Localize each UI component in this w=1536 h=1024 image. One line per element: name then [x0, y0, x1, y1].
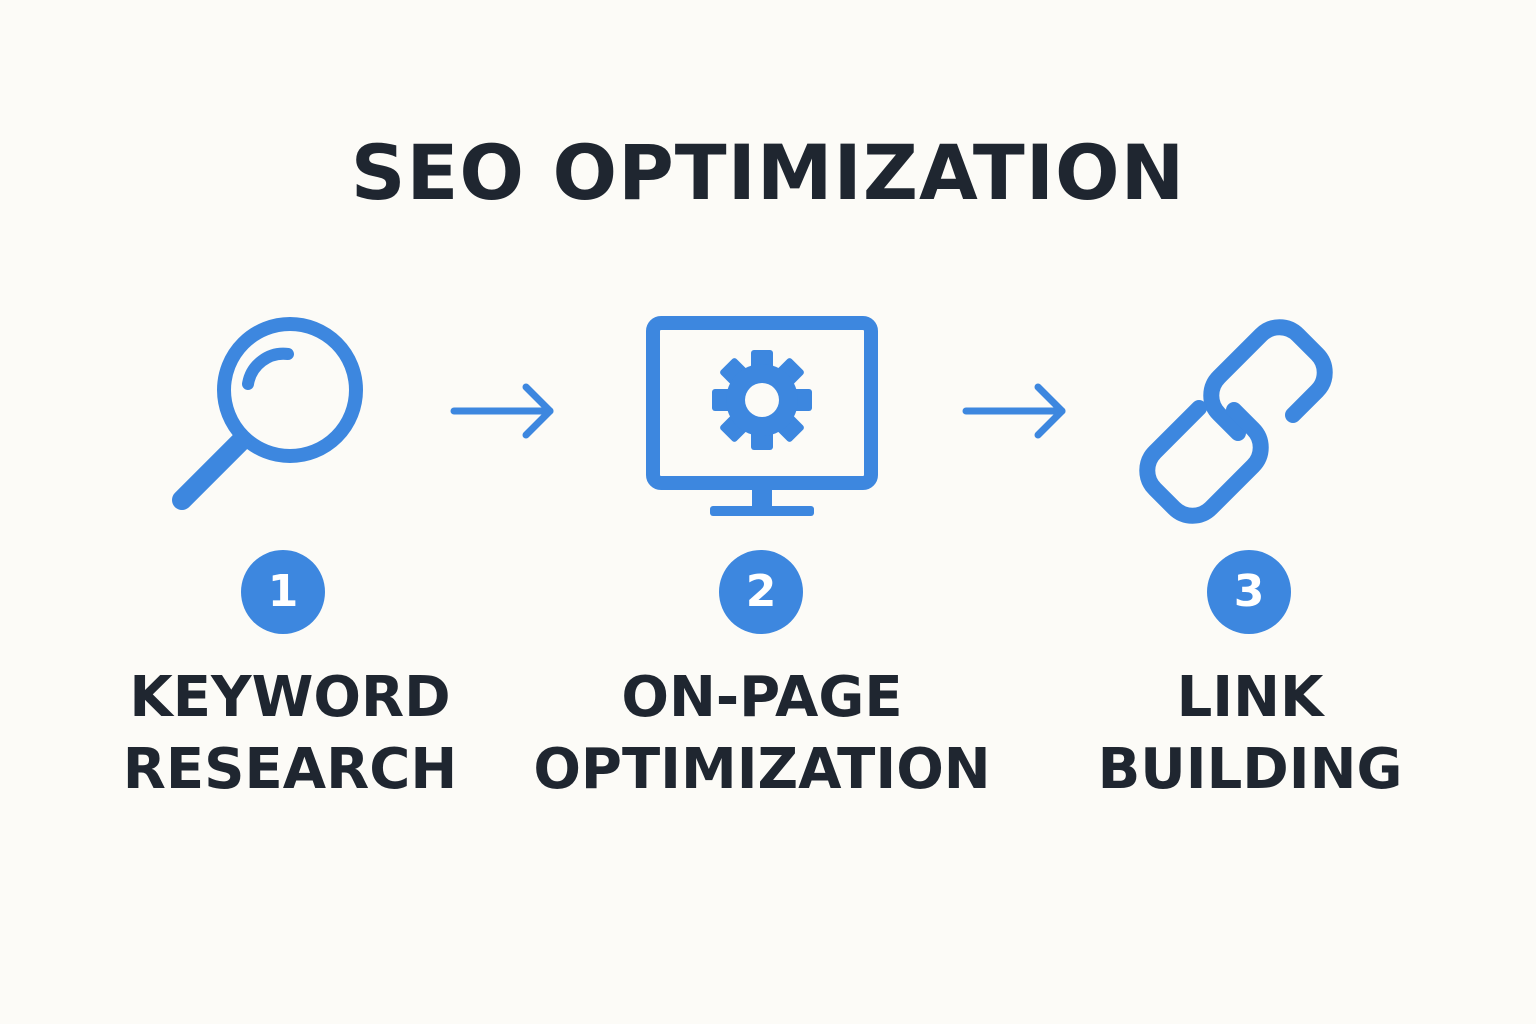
monitor-gear-icon	[646, 316, 878, 516]
chain-link-icon	[1139, 319, 1333, 524]
step-2-label-line-2: OPTIMIZATION	[533, 737, 991, 802]
step-2-label-line-1: ON-PAGE	[621, 665, 903, 730]
step-3-label: LINK BUILDING	[1050, 662, 1450, 806]
step-3-label-line-1: LINK	[1176, 665, 1324, 730]
step-2-badge: 2	[719, 550, 803, 634]
diagram-title: SEO OPTIMIZATION	[350, 128, 1186, 217]
arrow-right-icon	[962, 383, 1066, 439]
gear-icon	[712, 350, 812, 450]
step-1-label: KEYWORD RESEARCH	[90, 662, 490, 806]
step-1-label-line-1: KEYWORD	[129, 665, 451, 730]
step-3-label-line-2: BUILDING	[1097, 737, 1403, 802]
arrow-right-icon	[450, 383, 554, 439]
step-2-label: ON-PAGE OPTIMIZATION	[512, 662, 1012, 806]
step-1-label-line-2: RESEARCH	[122, 737, 458, 802]
magnifying-glass-icon	[172, 317, 363, 510]
step-3-badge: 3	[1207, 550, 1291, 634]
step-1-badge: 1	[241, 550, 325, 634]
